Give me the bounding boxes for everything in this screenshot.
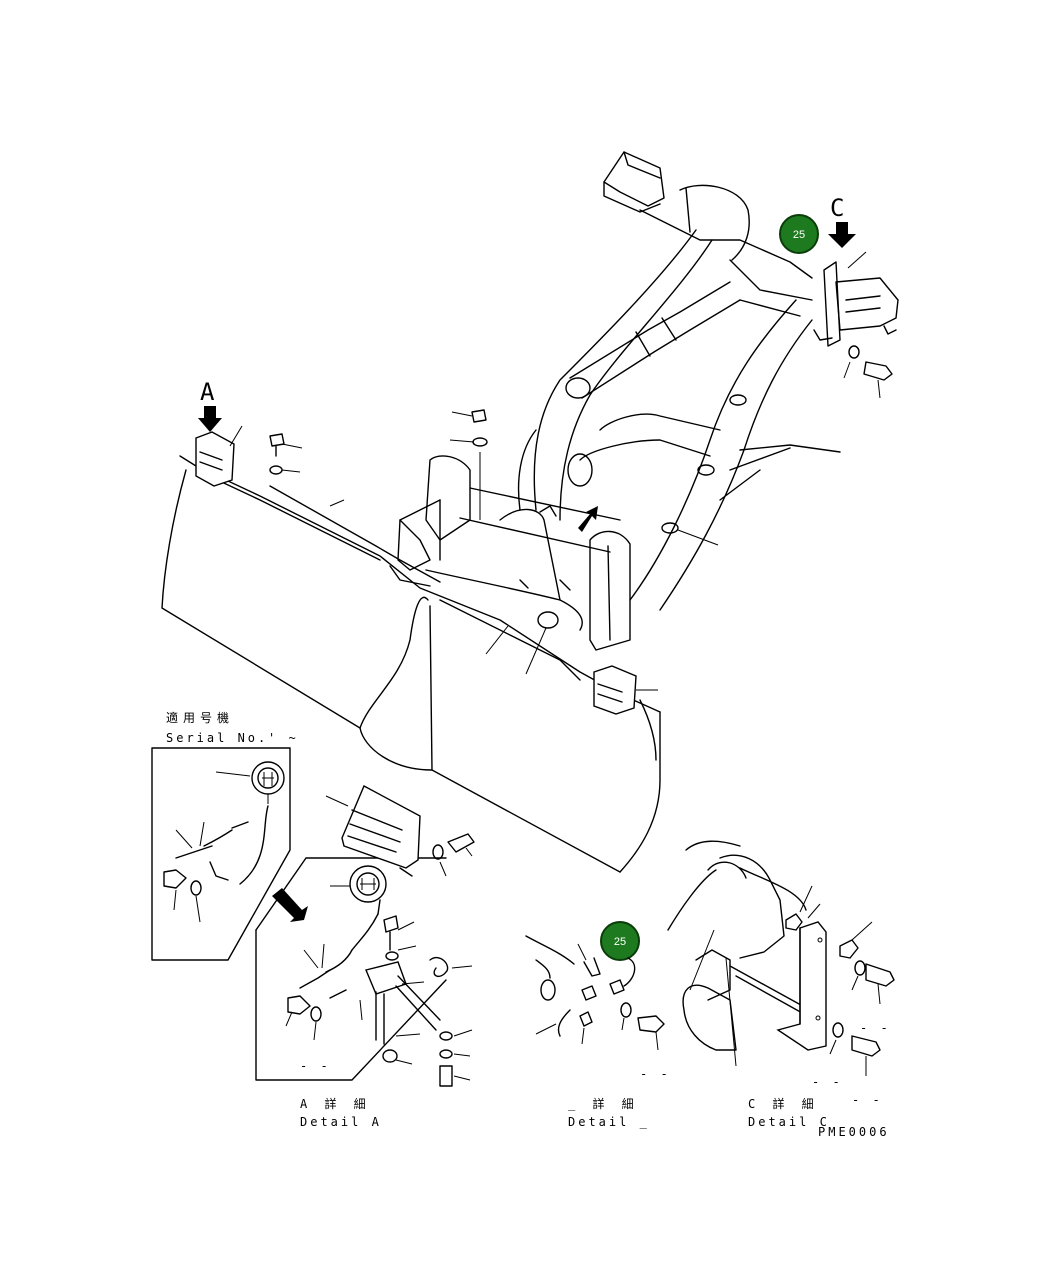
detail-b-mark: - - [640, 1067, 671, 1081]
detail-a-mark: - - [300, 1059, 331, 1073]
view-a-marker: A [198, 378, 222, 432]
view-label-c: C [830, 194, 844, 222]
detail-a-title-en: Detail A [300, 1115, 382, 1129]
drawing-code: PME0006 [818, 1125, 890, 1139]
callout-badge-detail-b[interactable]: 25 [600, 921, 640, 961]
hitch-drawing [389, 409, 631, 675]
serial-title-en: Serial No. [166, 731, 268, 745]
detail-c-drawing: - - - - - - C 詳 細 Detail C [667, 840, 895, 1129]
serial-range: ' ~ [268, 731, 299, 745]
serial-title-jp: 適用号機 [166, 710, 234, 725]
view-c-marker: C [828, 194, 856, 248]
detail-c-title-jp: C 詳 細 [748, 1096, 819, 1111]
badge-detail-b-number: 25 [614, 936, 626, 948]
detail-c-mark-1: - - [860, 1021, 891, 1035]
detail-b-title-en: Detail _ [568, 1115, 650, 1129]
serial-number-box: 適用号機 Serial No. ' ~ [151, 710, 308, 961]
detail-b-title-jp: _ 詳 細 [568, 1096, 639, 1111]
badge-top-number: 25 [793, 229, 805, 241]
detail-c-mark-3: - - [852, 1093, 883, 1107]
view-label-a: A [200, 378, 215, 406]
detail-a-drawing: - - A 詳 細 Detail A [255, 785, 475, 1129]
callout-badge-top[interactable]: 25 [779, 214, 819, 254]
detail-b-drawing: - - _ 詳 細 Detail _ [525, 935, 671, 1129]
loader-frame-drawing [517, 151, 899, 611]
blade-drawing [161, 425, 661, 873]
detail-a-title-jp: A 詳 細 [300, 1096, 371, 1111]
detail-c-mark-2: - - [812, 1075, 843, 1089]
detail-c-title-en: Detail C [748, 1115, 830, 1129]
